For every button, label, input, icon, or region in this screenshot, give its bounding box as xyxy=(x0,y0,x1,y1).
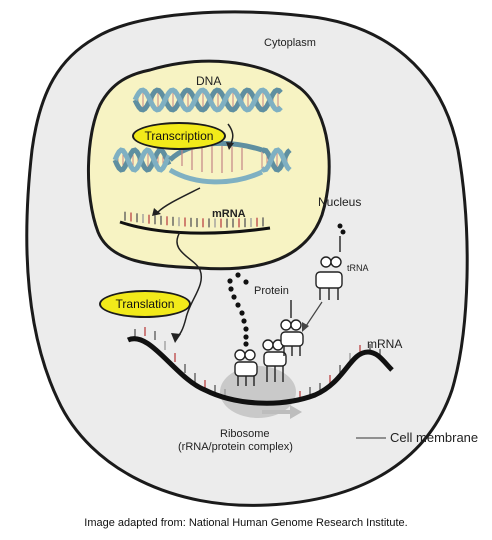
protein-chain xyxy=(227,272,249,347)
trna-label: tRNA xyxy=(347,263,369,273)
ribosome-label: Ribosome xyxy=(220,428,270,440)
mrna-strand-cytoplasm xyxy=(126,327,394,406)
ribosome-detail-label: (rRNA/protein complex) xyxy=(178,441,293,453)
dna-to-mrna-arrow xyxy=(157,187,201,213)
dna-unwinding xyxy=(112,141,292,185)
dna-helix-top xyxy=(132,87,283,113)
trna-free xyxy=(315,236,343,300)
cytoplasm-label: Cytoplasm xyxy=(264,37,316,49)
mrna-cytoplasm-label: mRNA xyxy=(367,337,403,351)
transcription-pill: Transcription xyxy=(132,122,226,150)
image-caption: Image adapted from: National Human Genom… xyxy=(84,517,408,529)
dna-label: DNA xyxy=(196,74,222,88)
translation-pill: Translation xyxy=(99,290,191,318)
cell-membrane-label: Cell membrane xyxy=(390,430,479,445)
trna-incoming-right xyxy=(280,300,304,356)
trna-in-ribosome-right xyxy=(262,339,287,382)
trna-arrow xyxy=(305,301,323,327)
nucleus-label: Nucleus xyxy=(318,195,362,209)
trna-in-ribosome-left xyxy=(234,349,258,386)
protein-label: Protein xyxy=(254,285,289,297)
mrna-nucleus-label: mRNA xyxy=(212,208,246,220)
transcription-label: Transcription xyxy=(144,129,214,143)
translation-label: Translation xyxy=(115,297,175,311)
mrna-export-arrow xyxy=(175,231,203,339)
